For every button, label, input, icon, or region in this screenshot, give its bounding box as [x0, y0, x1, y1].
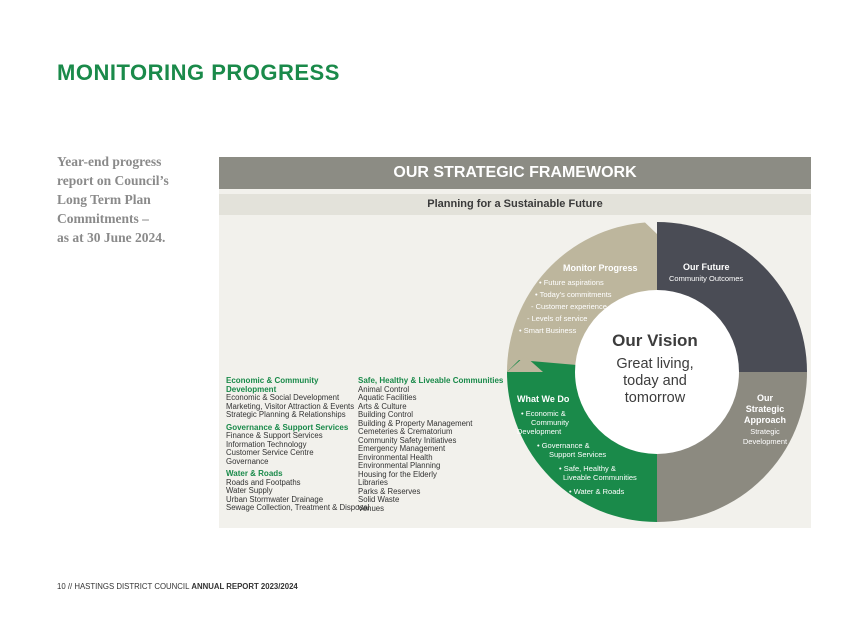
what-we-do-line: Liveable Communities	[563, 473, 637, 482]
activity-item: Housing for the Elderly	[358, 469, 437, 479]
activity-item: Solid Waste	[358, 495, 400, 504]
strategic-framework-panel: OUR STRATEGIC FRAMEWORK Planning for a S…	[219, 157, 811, 528]
intro-line: report on Council’s	[57, 173, 169, 188]
monitor-progress-title: Monitor Progress	[563, 263, 638, 273]
what-we-do-line: • Safe, Healthy &	[559, 464, 616, 473]
activity-item: Strategic Planning & Relationships	[226, 410, 346, 419]
page-title: MONITORING PROGRESS	[57, 60, 340, 85]
activity-item: Parks & Reserves	[358, 486, 421, 496]
strategic-approach-title: Strategic	[746, 404, 785, 414]
framework-title: OUR STRATEGIC FRAMEWORK	[219, 157, 811, 189]
activity-item: Governance	[226, 456, 269, 466]
activity-item: Urban Stormwater Drainage	[226, 494, 324, 504]
arrow-tip-bottom	[641, 486, 657, 522]
page-footer: 10 // HASTINGS DISTRICT COUNCIL ANNUAL R…	[57, 582, 298, 591]
footer-prefix: 10 // HASTINGS DISTRICT COUNCIL	[57, 582, 192, 591]
activity-item: Emergency Management	[358, 444, 446, 453]
monitor-progress-line: • Smart Business	[519, 326, 576, 335]
what-we-do-line: Development	[517, 427, 562, 436]
activity-item: Information Technology	[226, 439, 307, 449]
arrow-tip-left	[507, 356, 543, 372]
activity-item: Environmental Health	[358, 452, 433, 462]
activity-item: Animal Control	[358, 384, 410, 394]
what-we-do-line: • Economic &	[521, 409, 566, 418]
arrow-tip-top	[657, 222, 673, 258]
what-we-do-line: • Governance &	[537, 441, 590, 450]
activity-item: Cemeteries & Crematorium	[358, 427, 453, 436]
framework-subtitle: Planning for a Sustainable Future	[219, 194, 811, 215]
activity-item: Economic & Social Development	[226, 393, 340, 402]
vision-title: Our Vision	[612, 331, 698, 350]
activity-group-heading: Water & Roads	[226, 469, 283, 478]
intro-text: Year-end progress report on Council’s Lo…	[57, 152, 192, 247]
footer-report-title: ANNUAL REPORT 2023/2024	[191, 582, 298, 591]
activity-group-heading: Safe, Healthy & Liveable Communities	[358, 376, 504, 385]
strategic-approach-line: Strategic	[750, 427, 780, 436]
vision-line: Great living,	[616, 356, 693, 372]
vision-line: today and	[623, 373, 687, 389]
intro-line: as at 30 June 2024.	[57, 230, 166, 245]
activity-item: Finance & Support Services	[226, 431, 323, 440]
our-future-title: Our Future	[683, 262, 730, 272]
intro-line: Year-end progress	[57, 154, 162, 169]
activity-item: Roads and Footpaths	[226, 477, 301, 487]
activity-item: Libraries	[358, 478, 388, 487]
vision-line: tomorrow	[625, 390, 686, 406]
intro-line: Commitments –	[57, 211, 149, 226]
arrow-tip-right	[771, 372, 807, 388]
monitor-progress-line: - Customer experience	[531, 302, 607, 311]
activity-item: Water Supply	[226, 486, 273, 495]
vision-circle	[575, 290, 739, 454]
monitor-progress-line: - Levels of service	[527, 314, 587, 323]
activity-item: Marketing, Visitor Attraction & Events	[226, 401, 355, 411]
activity-group-heading: Development	[226, 384, 277, 394]
monitor-progress-line: • Future aspirations	[539, 278, 604, 287]
our-future-line: Community Outcomes	[669, 274, 743, 283]
strategic-approach-title: Approach	[744, 415, 786, 425]
activity-group-heading: Economic & Community	[226, 376, 319, 385]
strategic-approach-title: Our	[757, 393, 773, 403]
activity-item: Venues	[358, 503, 385, 513]
monitor-progress-line: • Today’s commitments	[535, 290, 612, 299]
activity-item: Customer Service Centre	[226, 448, 314, 457]
strategic-wheel: Monitor Progress • Future aspirations • …	[507, 222, 807, 522]
what-we-do-title: What We Do	[517, 394, 570, 404]
activity-item: Environmental Planning	[358, 461, 441, 470]
intro-line: Long Term Plan	[57, 192, 151, 207]
activity-item: Aquatic Facilities	[358, 393, 417, 402]
activity-group-heading: Governance & Support Services	[226, 422, 349, 432]
what-we-do-line: • Water & Roads	[569, 487, 625, 496]
activity-item: Community Safety Initiatives	[358, 435, 457, 445]
activity-item: Arts & Culture	[358, 401, 407, 411]
activity-item: Building Control	[358, 410, 414, 419]
activity-item: Building & Property Management	[358, 418, 473, 428]
activity-item: Sewage Collection, Treatment & Disposal	[226, 503, 370, 512]
strategic-approach-line: Development	[743, 437, 788, 446]
what-we-do-line: Support Services	[549, 450, 606, 459]
what-we-do-line: Community	[531, 418, 569, 427]
